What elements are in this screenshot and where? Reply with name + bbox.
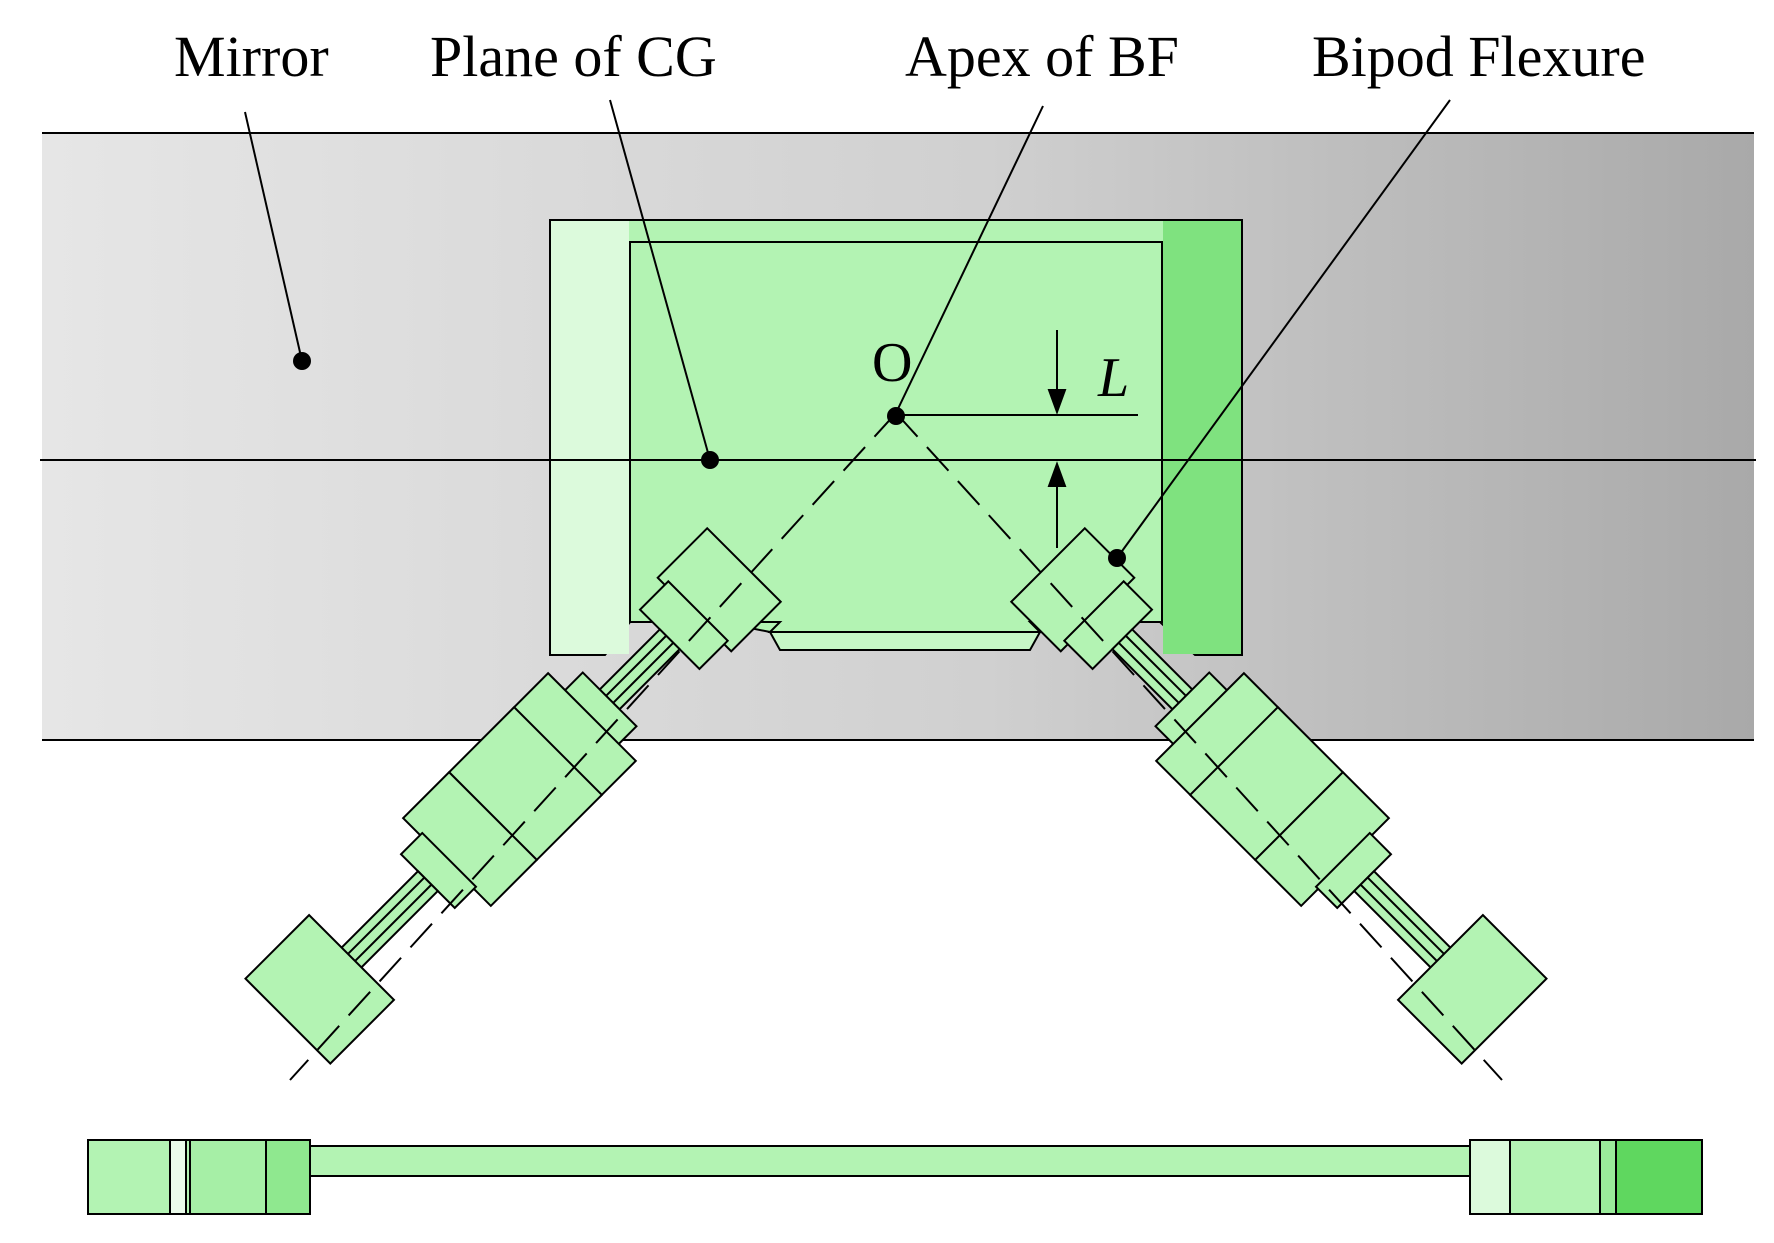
right-bipod-leg <box>1009 526 1548 1065</box>
plane-of-cg-label: Plane of CG <box>430 24 717 89</box>
dimension-l <box>896 330 1138 548</box>
flexure-point <box>1108 549 1126 567</box>
leader-lines <box>244 99 1451 559</box>
mirror-label: Mirror <box>174 24 329 89</box>
flexure-mount-block <box>549 219 1243 656</box>
mirror-point <box>293 352 311 370</box>
marker-points <box>293 352 1126 567</box>
leg-axis-lines <box>289 412 1503 1081</box>
bipod-flexure-label: Bipod Flexure <box>1312 24 1646 89</box>
left-bipod-leg <box>244 526 783 1065</box>
apex-of-bf-label: Apex of BF <box>905 24 1179 89</box>
dimension-l-label: L <box>1098 347 1130 409</box>
cg-point <box>701 451 719 469</box>
base-plate <box>87 1139 1703 1215</box>
apex-point <box>887 407 905 425</box>
origin-label: O <box>872 332 913 394</box>
